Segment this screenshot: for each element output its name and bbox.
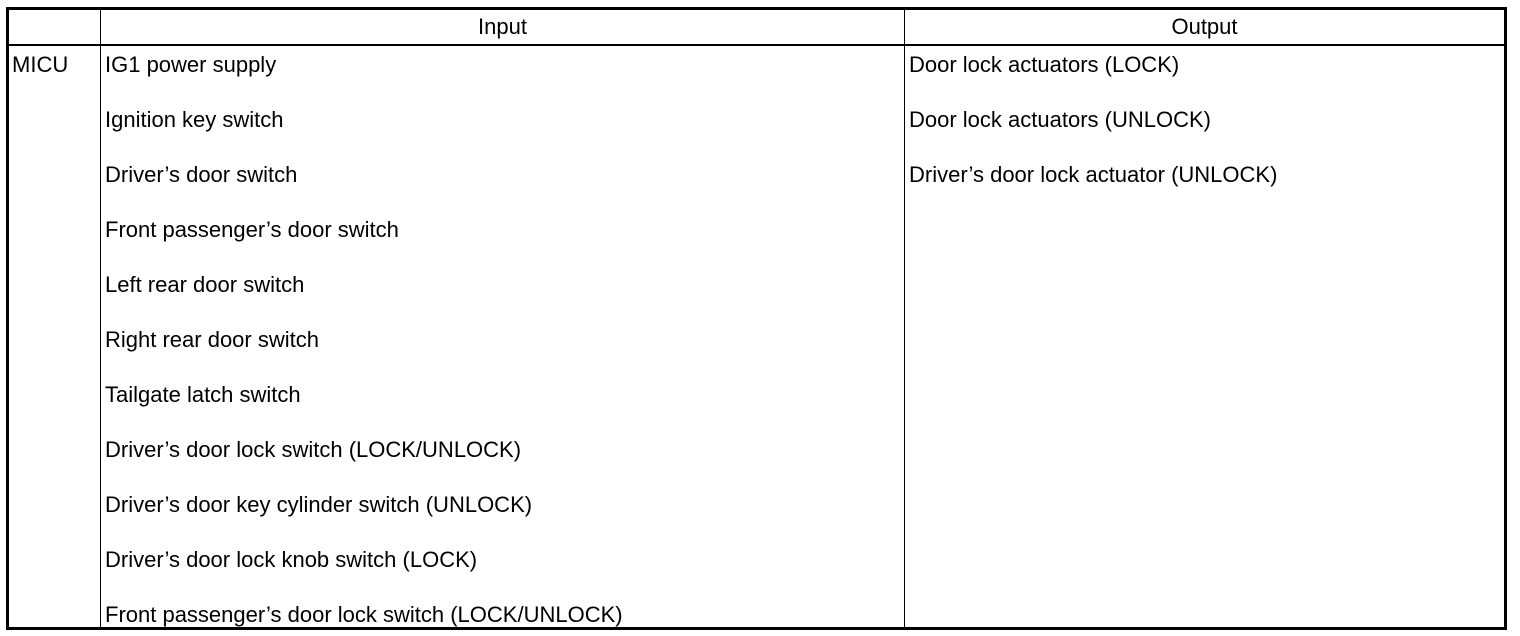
- input-item: Ignition key switch: [105, 107, 284, 132]
- input-item: Driver’s door lock switch (LOCK/UNLOCK): [105, 437, 522, 462]
- column-divider-1: [100, 10, 101, 627]
- table-header-row: Input Output: [9, 10, 1504, 46]
- output-item: Driver’s door lock actuator (UNLOCK): [909, 162, 1278, 187]
- input-item: Right rear door switch: [105, 327, 319, 352]
- input-item: Driver’s door lock knob switch (LOCK): [105, 547, 478, 572]
- input-item: Front passenger’s door switch: [105, 217, 399, 242]
- output-item: Door lock actuators (LOCK): [909, 52, 1180, 77]
- input-item: IG1 power supply: [105, 52, 277, 77]
- input-item: Tailgate latch switch: [105, 382, 301, 407]
- input-item: Front passenger’s door lock switch (LOCK…: [105, 602, 623, 627]
- output-column-header: Output: [1171, 14, 1238, 39]
- output-item: Door lock actuators (UNLOCK): [909, 107, 1211, 132]
- input-item: Driver’s door key cylinder switch (UNLOC…: [105, 492, 533, 517]
- unit-label: MICU: [12, 52, 69, 77]
- input-column-header: Input: [478, 14, 527, 39]
- column-divider-2: [904, 10, 905, 627]
- input-item: Left rear door switch: [105, 272, 305, 297]
- input-item: Driver’s door switch: [105, 162, 298, 187]
- io-table: Input Output MICU IG1 power supply Ignit…: [6, 7, 1507, 630]
